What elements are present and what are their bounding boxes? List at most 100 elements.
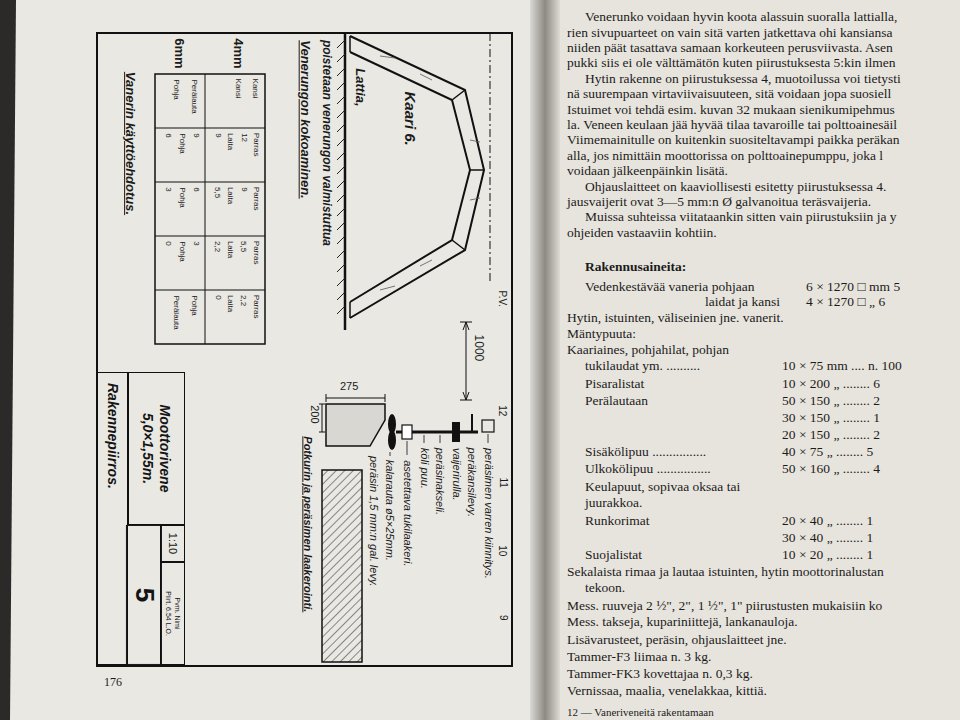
drawing-label: 6mm: [171, 38, 186, 68]
material-item: Tammer-FK3 kovettajaa n. 0,3 kg.: [567, 666, 753, 682]
drawing-label: 1000: [471, 335, 485, 362]
table-cell: 9: [239, 187, 248, 191]
plywood-table: [155, 74, 265, 344]
body-text: niiden päät tasattava samaan korkeuteen …: [567, 40, 893, 56]
material-item: Lisävarusteet, peräsin, ohjauslaitteet j…: [567, 632, 787, 648]
table-cell: Kansi: [233, 79, 242, 99]
drawing-label: 200: [308, 405, 321, 423]
body-text: Ohjauslaitteet on kaaviollisesti esitett…: [585, 179, 886, 195]
drawing-label: Potkurin ja peräsimen laakerointi.: [302, 436, 315, 612]
material-item: Sekalaista rimaa ja lautaa istuinten, hy…: [567, 564, 884, 580]
drawing-label: 10: [497, 545, 509, 556]
material-item: 50 × 150 „ ........ 2: [782, 393, 880, 409]
drawing-label: 12: [497, 405, 509, 416]
title-block-text: 5: [129, 588, 159, 602]
material-item: Hytin, istuinten, väliseinien jne. vaner…: [567, 310, 784, 326]
material-item: Kaariaines, pohjahilat, pohjan: [567, 342, 729, 358]
table-cell: Laita: [226, 187, 235, 204]
title-block-text: Piirt. 6.54 L.O.: [164, 591, 172, 636]
table-cell: Pohja: [189, 295, 198, 315]
table-cell: Perälauta: [189, 79, 198, 113]
drawing-label: asetettava tukilaakeri.: [401, 460, 414, 566]
body-text: Istuimet voi tehdä esim. kuvan 32 mukaan…: [567, 102, 895, 118]
drawing-label: P.V.: [496, 290, 508, 307]
title-block-cell: Pvm. NimiPiirt. 6.54 L.O.: [160, 562, 185, 665]
material-item: Perälautaan: [585, 393, 648, 409]
material-item: Ulkokölipuu ................: [585, 461, 711, 477]
left-page: [10, 0, 545, 720]
page-number: 176: [104, 676, 122, 690]
table-cell: Pohja: [171, 79, 180, 99]
body-text: nä suurempaan virtaviivaisuuteen, sitä v…: [567, 86, 891, 102]
floor-hatch: [337, 40, 345, 314]
table-cell: Laita: [226, 295, 235, 312]
drawing-frame: [97, 33, 512, 666]
table-cell: 6: [191, 187, 200, 191]
title-block-text: Pvm. Nimi: [173, 598, 181, 630]
table-cell: 3: [163, 187, 172, 191]
drawing-label: 11: [497, 478, 509, 488]
drawing-label: köli puu.: [418, 448, 431, 489]
rib-joints: [350, 36, 484, 318]
material-item: Rakennusaineita:: [585, 259, 686, 275]
drawing-label: peräsimen varren kiinnitys.: [482, 448, 495, 579]
table-cell: Parras: [252, 133, 261, 157]
drawing-label: poistetaan venerungon valmistuttua: [319, 40, 333, 246]
material-item: 50 × 160 „ ........ 4: [782, 461, 880, 477]
body-text: Muissa suhteissa viitataankin sitten vai…: [585, 209, 897, 225]
body-text: Viimemainitulle on kuitenkin suositeltav…: [567, 132, 899, 148]
table-cell: Parras: [252, 241, 261, 265]
table-cell: Parras: [252, 295, 261, 319]
drawing-label: 9: [497, 615, 509, 621]
material-item: 40 × 75 „ ........ 5: [782, 444, 873, 460]
material-item: juurakkoa.: [585, 495, 642, 511]
rib-outline: [350, 52, 470, 302]
table-cell: Perälauta: [171, 295, 180, 329]
title-block-text: Moottorivene 5,0×1,55m.: [140, 373, 172, 524]
dimension-line: [322, 404, 323, 432]
material-item: Sisäkölipuu ................: [585, 444, 706, 460]
rudder-blade: [326, 404, 385, 446]
drawing-label: kalarauta ø5×25mm.: [384, 460, 397, 561]
running-footer: 12 — Vaneriveneitä rakentamaan: [567, 706, 714, 719]
drawing-label: peräkansilevy.: [466, 448, 479, 518]
table-cell: 3: [191, 241, 200, 245]
table-cell: 0: [213, 295, 222, 299]
drawing-label: 4mm: [230, 38, 245, 68]
material-item: 30 × 150 „ ........ 1: [782, 410, 880, 426]
title-block-cell: 5: [126, 525, 162, 665]
table-cell: 9: [213, 133, 222, 137]
material-item: Vernissaa, maalia, venelakkaa, kittiä.: [567, 683, 767, 699]
title-block-cell: 1:10: [160, 525, 185, 562]
bearing: [402, 425, 412, 439]
material-item: 10 × 20 „ ........ 1: [782, 547, 873, 563]
material-item: laidat ja kansi: [705, 294, 780, 310]
material-item: Mäntypuuta:: [567, 326, 636, 342]
keel-timber: [322, 470, 362, 662]
drawing-label: Venerungon kokoaminen.: [297, 40, 312, 198]
material-item: Suojalistat: [585, 547, 642, 563]
dimension-line: [326, 398, 385, 399]
drawing-label: Lattia,: [352, 68, 367, 106]
material-item: Mess. ruuveja 2 ½", 2", 1 ½", 1" piirust…: [567, 598, 882, 614]
material-item: 20 × 40 „ ........ 1: [782, 513, 873, 529]
table-cell: 2,2: [213, 241, 222, 252]
title-block-cell: Moottorivene 5,0×1,55m.: [128, 372, 185, 525]
drawing-label: peräsin 1,5 mm:n gal. levy.: [367, 456, 380, 587]
dimension-line: [466, 322, 467, 400]
material-item: Runkorimat: [585, 513, 650, 529]
material-item: Pisaralistat: [585, 376, 644, 392]
material-item: 10 × 200 „ ........ 6: [782, 376, 880, 392]
body-text: pukki siis ei ole välttämätön kuten piir…: [567, 55, 895, 71]
title-block-text: Rakennepiirros.: [104, 383, 120, 489]
table-cell: 6: [163, 133, 172, 137]
propeller-blade: [388, 430, 396, 450]
rib-outline: [350, 36, 484, 318]
body-text: jausvaijerit ovat 3—5 mm:n Ø galvanoitua…: [567, 194, 871, 210]
drawing-label: Kaari 6.: [401, 92, 418, 146]
body-text: Venerunko voidaan hyvin koota alassuin s…: [585, 9, 897, 25]
drawing-label: vaijerirulla.: [450, 448, 463, 501]
table-cell: 5,5: [239, 241, 248, 252]
table-cell: Parras: [252, 187, 261, 211]
table-cell: Pohja: [177, 187, 186, 207]
